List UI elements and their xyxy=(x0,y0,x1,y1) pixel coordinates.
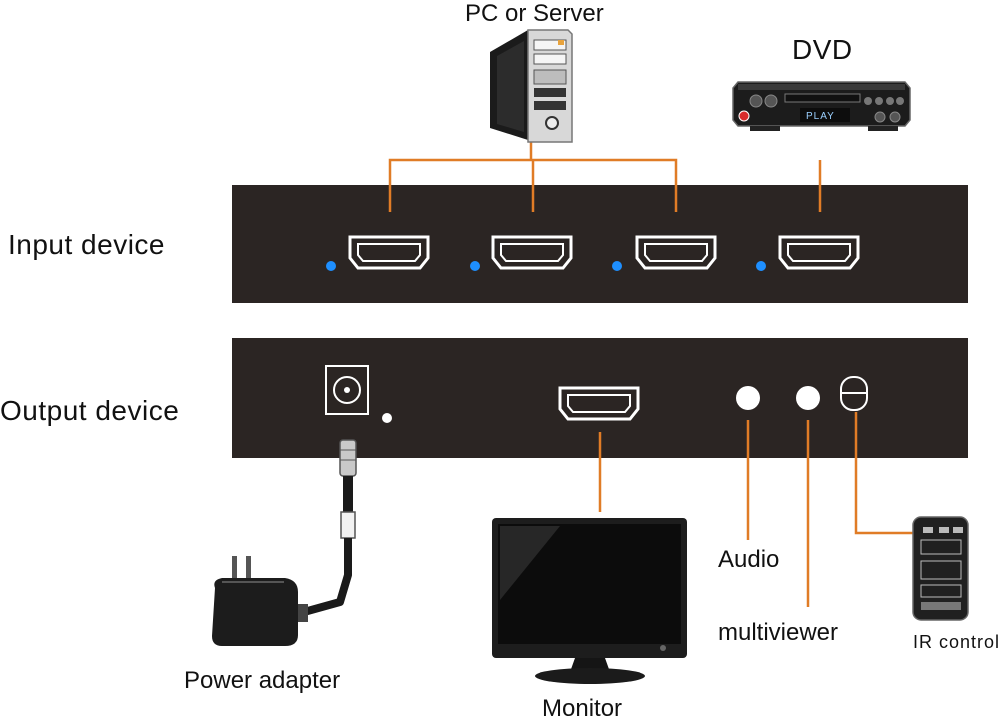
ir-receiver xyxy=(840,376,868,411)
ir-control-label: IR control xyxy=(913,632,1000,652)
power-adapter-icon xyxy=(212,556,298,646)
power-adapter-label: Power adapter xyxy=(184,667,341,694)
hdmi-input-port-2 xyxy=(491,235,573,270)
pc-or-server-label: PC or Server xyxy=(465,0,604,27)
input-device-label: Input device xyxy=(8,229,165,260)
input-led-2 xyxy=(470,261,480,271)
multiviewer-port xyxy=(796,386,820,410)
pc-input-cables xyxy=(388,140,678,212)
input-led-4 xyxy=(756,261,766,271)
hdmi-input-port-1 xyxy=(348,235,430,270)
monitor-label: Monitor xyxy=(542,695,623,722)
audio-port xyxy=(736,386,760,410)
audio-label: Audio xyxy=(718,546,780,573)
hdmi-output-port xyxy=(558,386,640,421)
multiviewer-label: multiviewer xyxy=(718,619,839,646)
input-led-3 xyxy=(612,261,622,271)
dvd-label: DVD xyxy=(792,34,853,65)
power-cable xyxy=(296,439,357,622)
dvd-display-text: PLAY xyxy=(806,111,835,122)
pc-tower-icon xyxy=(490,29,573,143)
power-jack xyxy=(325,365,369,415)
hdmi-input-port-4 xyxy=(778,235,860,270)
ir-cable xyxy=(854,412,913,535)
ir-remote-icon xyxy=(912,516,969,621)
hdmi-input-port-3 xyxy=(635,235,717,270)
input-led-1 xyxy=(326,261,336,271)
monitor-icon xyxy=(492,518,687,684)
output-device-label: Output device xyxy=(0,395,180,426)
power-led xyxy=(382,413,392,423)
dvd-player-icon: PLAY xyxy=(732,81,911,131)
